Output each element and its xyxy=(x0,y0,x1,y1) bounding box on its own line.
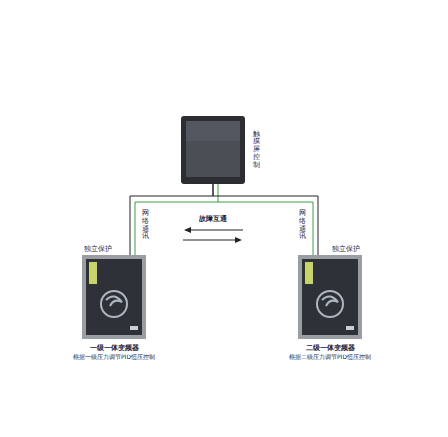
inverter-unit: 二级一体变频器根据二级压力调节PID恒压控制 xyxy=(298,255,362,339)
green-wire xyxy=(135,182,313,255)
hmi-glare xyxy=(186,121,240,141)
fault-label: 故障互通 xyxy=(199,214,227,224)
inverter-cabinet xyxy=(82,255,146,339)
fault-arrowhead xyxy=(235,237,242,243)
unit-subtitle: 根据二级压力调节PID恒压控制 xyxy=(289,353,371,362)
network-wire xyxy=(213,184,318,255)
unit-title: 二级一体变频器 xyxy=(306,343,355,353)
protection-label: 独立保护 xyxy=(84,244,112,254)
fault-arrow xyxy=(183,240,240,241)
fault-arrowhead xyxy=(184,227,191,233)
fault-arrow xyxy=(186,230,243,231)
hmi-screen xyxy=(186,121,240,177)
protection-label: 独立保护 xyxy=(332,244,360,254)
unit-title: 一级一体变频器 xyxy=(90,343,139,353)
control-label: 触摸屏控制 xyxy=(253,131,260,169)
network-label: 网络通讯 xyxy=(299,210,306,241)
inverter-cabinet xyxy=(298,255,362,339)
network-label: 网络通讯 xyxy=(142,210,149,241)
unit-subtitle: 根据一级压力调节PID恒压控制 xyxy=(73,353,155,362)
inverter-unit: 一级一体变频器根据一级压力调节PID恒压控制 xyxy=(82,255,146,339)
touchscreen-hmi: 触摸屏控制 xyxy=(181,116,245,184)
hmi-bezel xyxy=(181,116,245,184)
